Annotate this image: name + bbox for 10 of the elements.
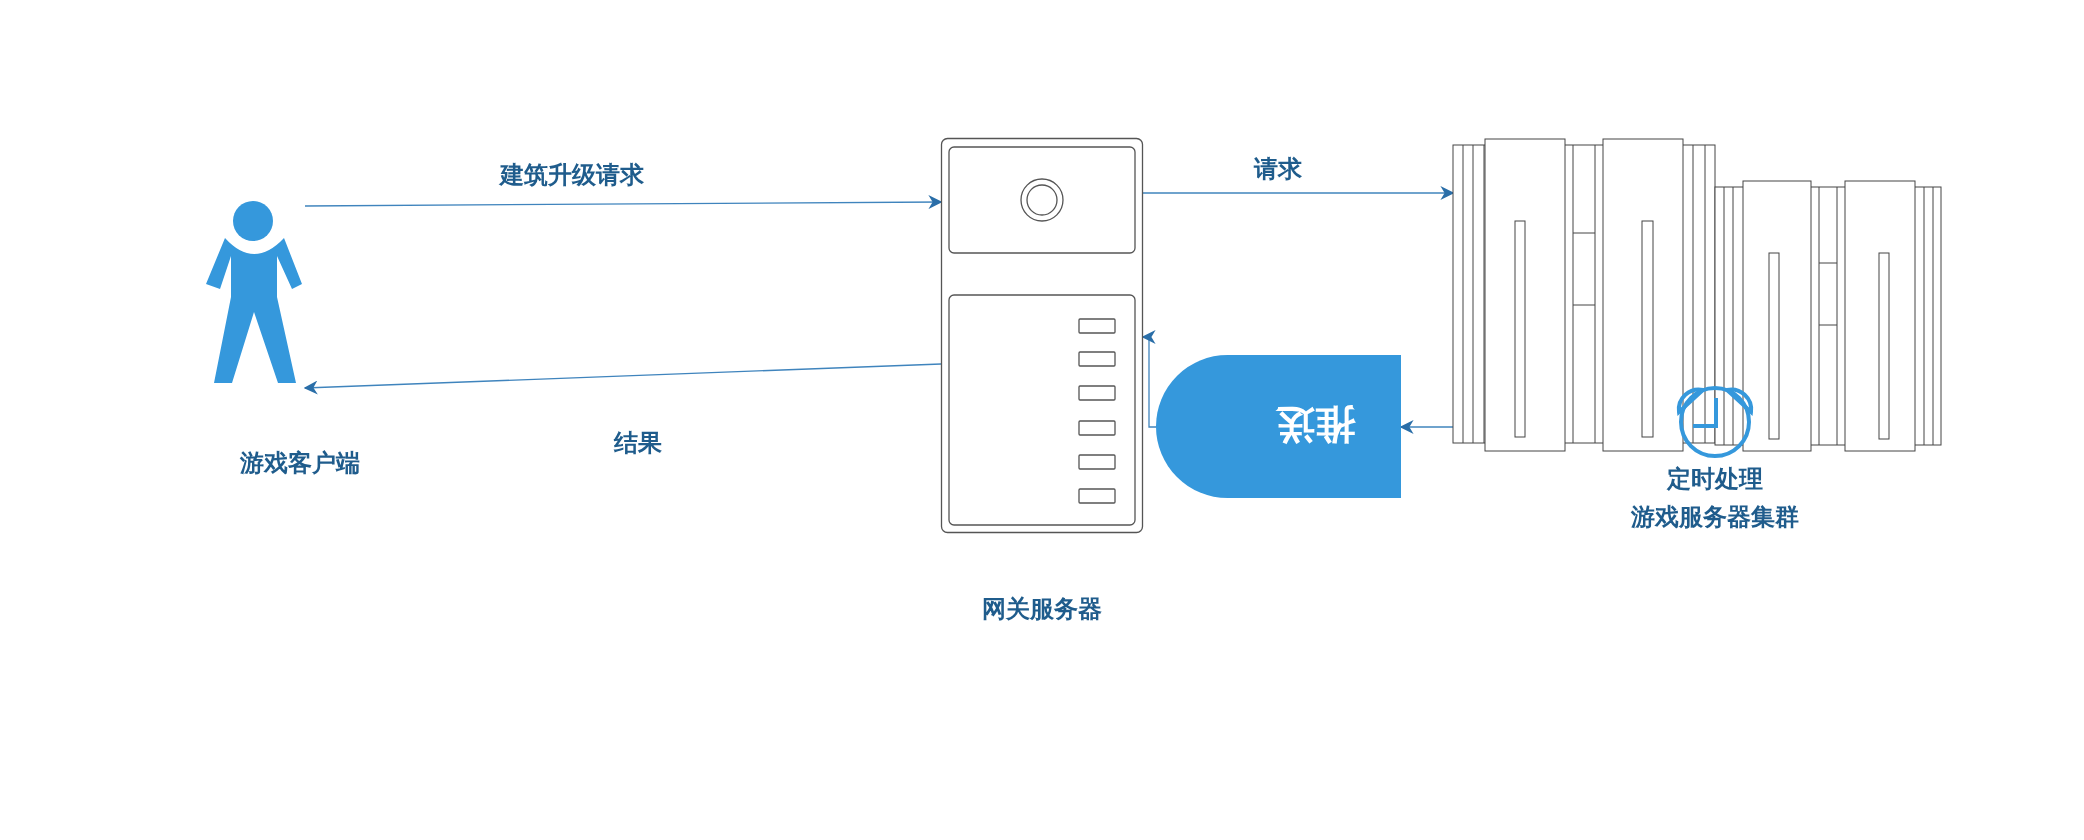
node-label: 定时处理	[1665, 464, 1764, 494]
edge-label: 建筑升级请求	[498, 160, 646, 190]
node-label: 游戏服务器集群	[1630, 502, 1800, 532]
edge-label: 结果	[612, 428, 664, 458]
node-label: 网关服务器	[981, 594, 1103, 624]
arrow	[303, 363, 942, 395]
node-label: 游戏客户端	[239, 448, 361, 478]
arrow	[1142, 186, 1455, 200]
edge-label: 请求	[1252, 154, 1304, 184]
node-label: 推送	[1273, 401, 1357, 449]
